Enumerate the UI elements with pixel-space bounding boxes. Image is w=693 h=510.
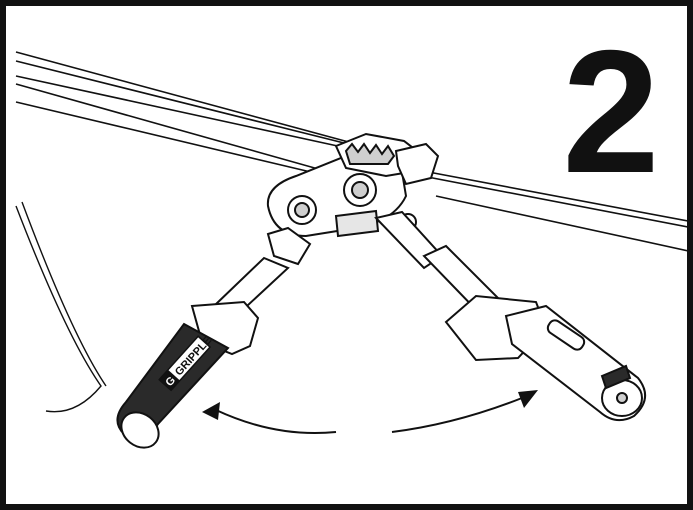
- ratchet-teeth: [344, 142, 396, 165]
- tensioning-tool-illustration: G GRIPPLE: [15, 51, 687, 449]
- wire-right-1: [385, 163, 687, 222]
- wire-upper-1: [15, 51, 357, 145]
- left-arrow-icon: [215, 409, 337, 435]
- jaw-block: [394, 142, 440, 186]
- right-grip-band: [600, 364, 632, 390]
- right-grip-slot: [546, 319, 586, 351]
- wire-far-right: [435, 195, 687, 252]
- left-grip-end-cap: [120, 411, 160, 449]
- right-arrow-icon: [391, 397, 523, 433]
- tool-head: [266, 132, 440, 238]
- motion-arrows: [202, 390, 538, 435]
- wire-cables: [15, 51, 687, 252]
- wire-right-2: [385, 168, 687, 228]
- post-outline: [15, 201, 107, 413]
- wire-lower-2: [15, 101, 337, 179]
- step-number: 2: [562, 15, 659, 210]
- wire-upper-3: [15, 75, 357, 151]
- wire-lower: [15, 83, 337, 175]
- left-handle-link: [266, 226, 312, 266]
- head-lower-link: [334, 209, 380, 238]
- right-handle: [374, 210, 646, 422]
- wire-upper-2: [15, 60, 357, 147]
